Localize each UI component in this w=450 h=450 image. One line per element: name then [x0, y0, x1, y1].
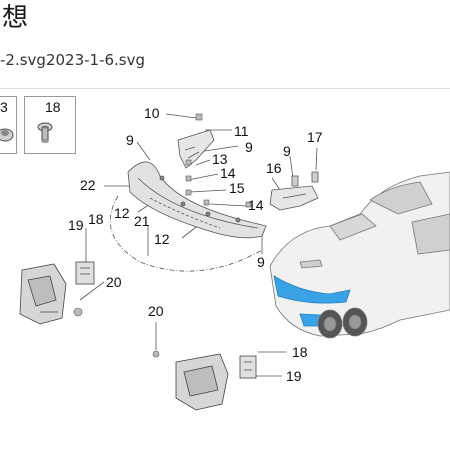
leader-line: [165, 113, 197, 119]
leader-line: [271, 177, 281, 191]
callout-label: 9: [126, 132, 134, 148]
callout-label: 17: [307, 129, 323, 145]
callout-label: 18: [88, 211, 104, 227]
leader-line: [187, 173, 219, 181]
callout-label: 9: [257, 254, 265, 270]
callout-label: 20: [148, 303, 164, 319]
thumbnail-part-18[interactable]: 18: [24, 96, 76, 154]
leader-line: [209, 203, 247, 207]
bumper-beam: [127, 161, 267, 239]
callout-label: 9: [283, 143, 291, 159]
callout-label: 19: [68, 217, 84, 233]
leader-line: [195, 159, 211, 166]
header-divider: [0, 88, 450, 89]
callout-label: 10: [144, 105, 160, 121]
callout-label: 12: [114, 205, 130, 221]
suv-vehicle-image: [269, 171, 450, 339]
leader-line: [136, 141, 151, 161]
callout-label: 19: [286, 368, 302, 384]
leader-line: [79, 281, 105, 301]
leader-line: [315, 147, 318, 171]
callout-label: 18: [292, 344, 308, 360]
callout-label: 14: [248, 197, 264, 213]
callout-label: 22: [80, 177, 96, 193]
callout-label: 15: [229, 180, 245, 196]
thumbnail-part-number: 3: [0, 99, 8, 115]
clip-icon: [0, 128, 14, 142]
callout-label: 9: [245, 139, 253, 155]
bolt-icon: [37, 122, 53, 143]
lower-light-assembly: [175, 353, 257, 411]
callout-label: 13: [212, 151, 228, 167]
callout-label: 12: [154, 231, 170, 247]
callout-label: 11: [234, 123, 249, 139]
fasteners: [73, 113, 252, 358]
bumper-bracket-upper: [177, 129, 215, 169]
leader-line: [197, 145, 239, 153]
callout-label: 16: [266, 160, 282, 176]
page-title: 想: [2, 3, 29, 33]
left-light-assembly: [19, 261, 95, 325]
bumper-side-bracket: [269, 171, 319, 211]
callout-label: 14: [220, 165, 236, 181]
leader-line: [189, 189, 227, 193]
thumbnail-part-3[interactable]: 3: [0, 96, 17, 154]
callout-label: 20: [106, 274, 122, 290]
file-name-label: -2.svg2023-1-6.svg: [0, 51, 146, 69]
callout-label: 21: [134, 213, 150, 229]
thumbnail-part-number: 18: [45, 99, 61, 115]
